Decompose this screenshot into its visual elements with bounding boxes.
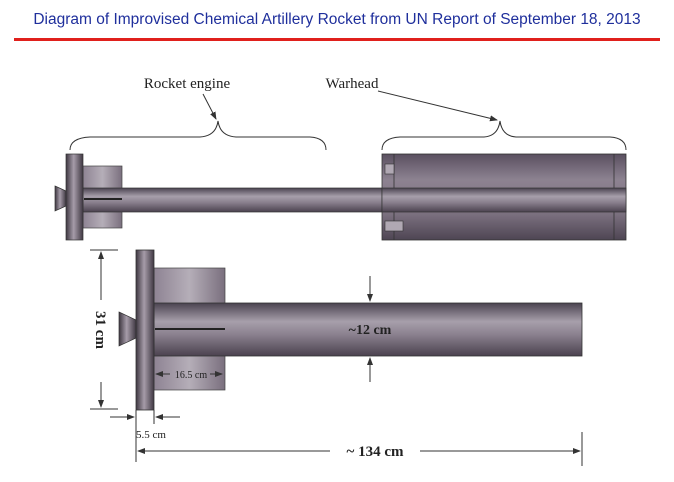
length-label: ~ 134 cm [347,444,404,460]
base-flange [65,153,84,241]
motor-tube [82,187,384,213]
height-dimension: 31 cm [90,249,118,410]
side-view-rocket [54,153,627,241]
diagram-title: Diagram of Improvised Chemical Artillery… [33,11,641,28]
nozzle-cone [54,185,67,212]
motor-tube [153,302,583,357]
detail-view-rocket [118,249,583,411]
flange-dimension: 5.5 cm [110,410,180,441]
rocket-engine-label: Rocket engine [144,76,231,92]
nozzle-cone [118,311,137,347]
base-flange [135,249,155,411]
length-dimension: ~ 134 cm [135,410,583,466]
flange-label: 5.5 cm [136,429,166,441]
engine-block-dimension: 16.5 cm [155,370,223,381]
title-underline [14,38,660,41]
warhead-label: Warhead [326,76,379,92]
warhead-brace [381,120,627,151]
rocket-engine-brace [69,120,327,151]
engine-block-label: 16.5 cm [175,370,207,381]
diameter-dimension: ~12 cm [349,276,392,382]
height-label: 31 cm [92,311,108,349]
diameter-label: ~12 cm [349,323,392,338]
